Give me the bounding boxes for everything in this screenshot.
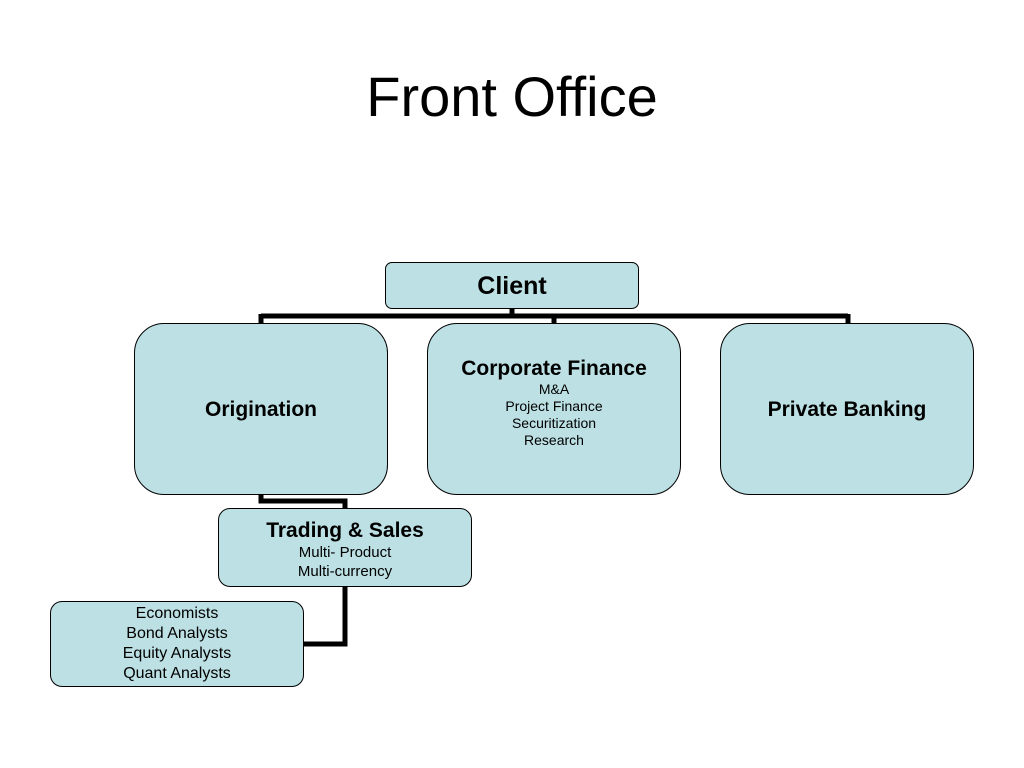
corporate-finance-node: Corporate Finance M&A Project Finance Se…	[427, 323, 681, 495]
origination-label: Origination	[205, 397, 317, 421]
trading-sales-item: Multi- Product	[298, 544, 392, 561]
research-staff-node: Economists Bond Analysts Equity Analysts…	[50, 601, 304, 687]
slide-title: Front Office	[366, 65, 658, 128]
client-node: Client	[385, 262, 639, 309]
corporate-finance-item: Research	[524, 432, 584, 448]
corporate-finance-label: Corporate Finance	[461, 357, 647, 380]
trading-sales-item: Multi-currency	[297, 563, 393, 580]
client-label: Client	[477, 271, 547, 300]
trading-sales-label: Trading & Sales	[266, 519, 424, 542]
private-banking-node: Private Banking	[720, 323, 974, 495]
research-staff-item: Bond Analysts	[126, 625, 228, 642]
trading-sales-node: Trading & Sales Multi- Product Multi-cur…	[218, 508, 472, 587]
research-staff-item: Equity Analysts	[122, 645, 232, 662]
research-staff-item: Economists	[135, 605, 219, 622]
corporate-finance-item: M&A	[538, 381, 570, 397]
research-staff-item: Quant Analysts	[123, 665, 231, 682]
origination-node: Origination	[134, 323, 388, 495]
connector-origination-to-trading	[258, 494, 348, 509]
corporate-finance-item: Securitization	[511, 415, 597, 431]
corporate-finance-item: Project Finance	[505, 398, 603, 414]
connector-trading-to-analysts	[303, 586, 348, 647]
private-banking-label: Private Banking	[767, 397, 927, 421]
